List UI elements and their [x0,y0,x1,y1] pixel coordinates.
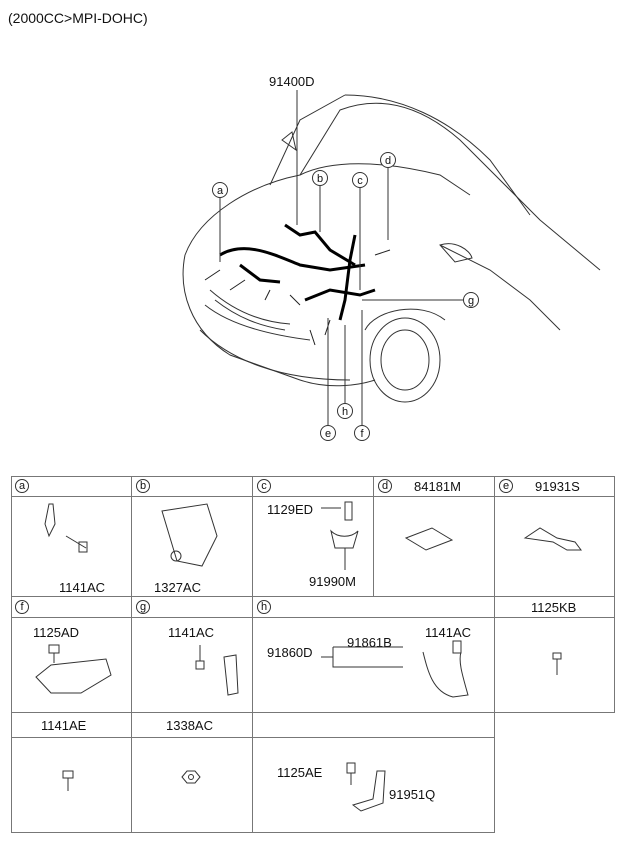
part-number: 1125AD [33,625,80,640]
clip-bolt-icon [195,645,239,696]
cell-letter: h [257,600,271,614]
bracket-nut-icon [161,503,218,567]
cell-letter: e [499,479,513,493]
cell-letter: d [378,479,392,493]
part-number: 1125KB [531,600,577,615]
cell-e: e 91931S [495,476,615,597]
cell-d: d 84181M [374,476,495,597]
part-number-top: 1129ED [267,502,314,517]
svg-text:b: b [317,173,323,185]
part-number: 1141AE [41,718,87,733]
battery-cable-icon [321,640,469,698]
part-number-bracket: 91951Q [389,787,436,802]
cell-letter: f [15,600,29,614]
parts-grid: a 1141AC b 1327AC c 1129ED 91990M d 841 [11,476,615,833]
part-number: 1338AC [166,718,213,733]
pad-icon [404,527,454,551]
cell-letter: a [15,479,29,493]
cell-ae: 1141AE [11,713,132,833]
cell-f: f 1125AD [11,597,132,713]
svg-text:d: d [385,155,391,167]
bolt-icon [62,770,74,791]
cell-q: 1125AE 91951Q [253,713,495,833]
part-number-bolt: 1125AE [277,765,323,780]
cell-kb: 1125KB [495,597,615,713]
cell-g: g 1141AC [132,597,253,713]
cell-ac: 1338AC [132,713,253,833]
engine-wiring-illustration: 91400D a b c d e f g h [182,74,601,441]
part-number-bottom: 91990M [309,574,356,589]
part-number: 84181M [414,479,461,494]
bracket-icon [523,527,582,551]
cell-h: h 1141AC 91860D 91861B [253,597,495,713]
car-outline [184,102,601,271]
callouts: a b c d e f g h [212,152,479,441]
clamp-bolt-icon [321,501,359,570]
svg-text:g: g [468,295,474,307]
svg-text:c: c [357,175,363,187]
cell-letter: c [257,479,271,493]
connector-bracket-icon [35,644,112,694]
svg-text:e: e [325,428,331,440]
page-title: (2000CC>MPI-DOHC) [8,10,148,26]
front-grille [209,289,291,331]
part-number: 1141AC [168,625,215,640]
connector-bolt-icon [44,503,88,553]
cell-b: b 1327AC [132,476,253,597]
cell-a: a 1141AC [11,476,132,597]
part-number-d: 91860D [267,645,313,660]
wiring-harness [219,223,376,321]
harness-part-number: 91400D [269,74,315,89]
svg-text:h: h [342,406,348,418]
svg-text:a: a [217,185,224,197]
part-number-bolt: 1141AC [425,625,472,640]
bolt-bracket-icon [346,762,386,812]
cell-letter: g [136,600,150,614]
part-number-b: 91861B [347,635,392,650]
nut-icon [181,770,201,784]
front-wheel [369,317,441,403]
part-number: 91931S [535,479,580,494]
part-number: 1327AC [154,580,201,595]
screw-icon [552,652,562,675]
cell-c: c 1129ED 91990M [253,476,374,597]
svg-text:f: f [360,428,364,440]
part-number: 1141AC [59,580,106,595]
cell-letter: b [136,479,150,493]
